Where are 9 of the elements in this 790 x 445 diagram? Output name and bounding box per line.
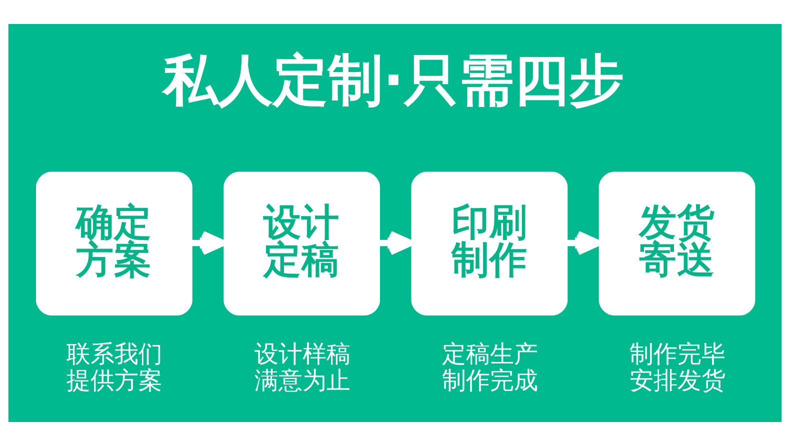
node-label: 联系我们提供方案 [66,340,163,394]
node-label: 设计样稿满意为止 [254,340,350,394]
node-box: 设计定稿 [224,171,380,316]
node-box: 确定方案 [36,171,192,316]
node-label: 定稿生产制作完成 [442,340,538,394]
node-label: 制作完毕安排发货 [630,340,726,394]
node-box: 发货寄送 [598,171,756,316]
diagram-title: 私人定制·只需四步 [162,47,624,112]
node-box: 印刷制作 [411,171,568,316]
